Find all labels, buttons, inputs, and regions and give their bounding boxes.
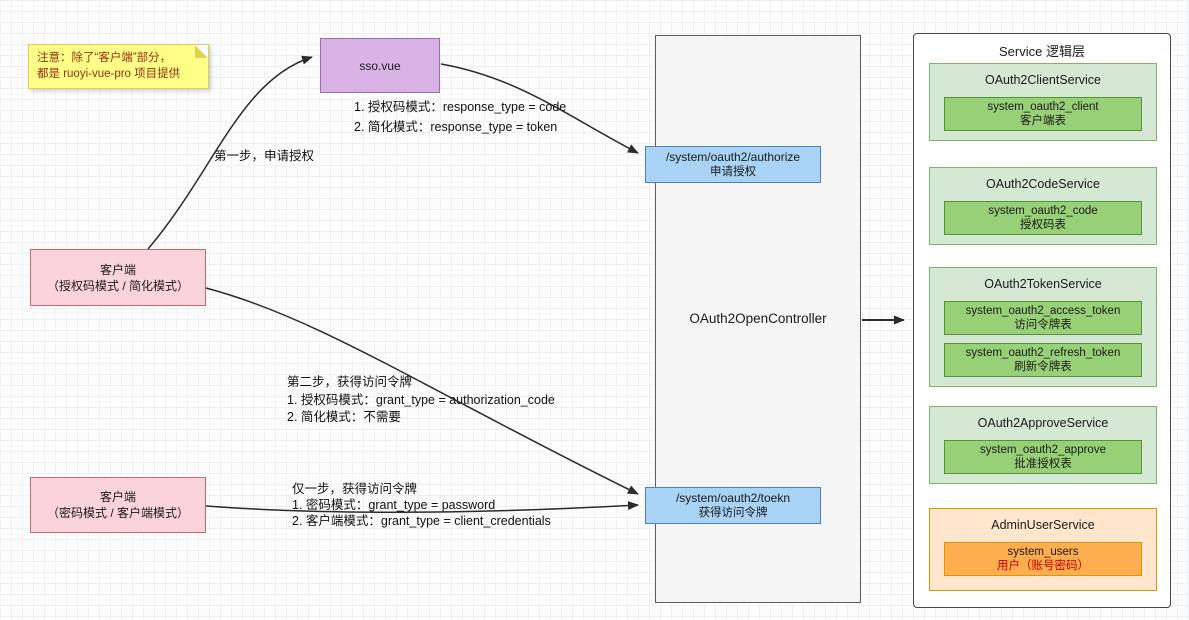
label-line: 1. 授权码模式：grant_type = authorization_code [287, 392, 555, 407]
label-one-step: 仅一步，获得访问令牌 1. 密码模式：grant_type = password… [292, 481, 551, 529]
token-endpoint-path: /system/oauth2/toekn [675, 490, 791, 505]
service-title: AdminUserService [991, 518, 1095, 532]
authorize-endpoint-desc: 申请授权 [710, 165, 756, 178]
client-password-subtitle: （密码模式 / 客户端模式） [46, 506, 189, 520]
sticky-note-line: 都是 ruoyi-vue-pro 项目提供 [37, 68, 181, 80]
sso-node: sso.vue [320, 38, 440, 93]
table-desc: 授权码表 [1020, 219, 1066, 231]
table-box: system_oauth2_refresh_token 刷新令牌表 [944, 343, 1142, 377]
service-title: OAuth2ClientService [984, 73, 1102, 87]
table-desc: 用户（账号密码） [997, 560, 1089, 572]
table-name: system_oauth2_approve [980, 444, 1106, 456]
service-card-client: OAuth2ClientService system_oauth2_client… [929, 63, 1157, 141]
service-panel-title: Service 逻辑层 [999, 44, 1085, 59]
table-desc: 客户端表 [1020, 115, 1066, 127]
label-line: 1. 授权码模式：response_type = code [354, 100, 567, 114]
label-line: 2. 简化模式：response_type = token [354, 120, 558, 134]
service-card-approve: OAuth2ApproveService system_oauth2_appro… [929, 406, 1157, 484]
authorize-endpoint-path: /system/oauth2/authorize [665, 149, 801, 164]
sticky-note-fold [195, 45, 208, 58]
sso-label: sso.vue [359, 58, 401, 73]
table-box: system_users 用户（账号密码） [944, 542, 1142, 576]
service-panel: Service 逻辑层 OAuth2ClientService system_o… [913, 33, 1171, 608]
table-box: system_oauth2_access_token 访问令牌表 [944, 301, 1142, 335]
service-card-token: OAuth2TokenService system_oauth2_access_… [929, 267, 1157, 387]
table-name: system_oauth2_code [988, 205, 1098, 217]
label-step1: 第一步，申请授权 [214, 149, 315, 163]
client-auth-subtitle: （授权码模式 / 简化模式） [46, 278, 189, 293]
table-name: system_oauth2_client [987, 101, 1099, 113]
service-card-code: OAuth2CodeService system_oauth2_code 授权码… [929, 167, 1157, 245]
client-password-title: 客户端 [99, 490, 136, 504]
label-line: 1. 密码模式：grant_type = password [292, 498, 496, 512]
token-endpoint-desc: 获得访问令牌 [698, 506, 768, 519]
label-authorize-params: 1. 授权码模式：response_type = code 2. 简化模式：re… [354, 97, 566, 137]
label-step2: 第二步，获得访问令牌 1. 授权码模式：grant_type = authori… [287, 374, 555, 427]
client-auth-title: 客户端 [99, 262, 136, 277]
service-title: OAuth2ApproveService [977, 416, 1109, 430]
client-auth-node: 客户端 （授权码模式 / 简化模式） [30, 249, 206, 306]
service-title: OAuth2CodeService [986, 177, 1100, 191]
label-line: 2. 客户端模式：grant_type = client_credentials [292, 514, 551, 528]
table-desc: 批准授权表 [1014, 458, 1072, 470]
table-box: system_oauth2_approve 批准授权表 [944, 440, 1142, 474]
client-password-node: 客户端 （密码模式 / 客户端模式） [30, 477, 206, 533]
controller-label: OAuth2OpenController [689, 311, 827, 326]
sticky-note-line: 注意：除了“客户端”部分， [37, 52, 172, 64]
label-line: 仅一步，获得访问令牌 [292, 482, 418, 496]
service-card-adminuser: AdminUserService system_users 用户（账号密码） [929, 508, 1157, 591]
label-line: 2. 简化模式：不需要 [287, 410, 401, 424]
label-line: 第二步，获得访问令牌 [287, 375, 413, 389]
table-box: system_oauth2_client 客户端表 [944, 97, 1142, 131]
authorize-endpoint-node: /system/oauth2/authorize 申请授权 [645, 146, 821, 183]
service-title: OAuth2TokenService [984, 277, 1102, 291]
table-name: system_oauth2_access_token [965, 305, 1121, 317]
table-box: system_oauth2_code 授权码表 [944, 201, 1142, 235]
table-name: system_users [1007, 546, 1079, 558]
table-desc: 刷新令牌表 [1014, 361, 1072, 373]
token-endpoint-node: /system/oauth2/toekn 获得访问令牌 [645, 487, 821, 524]
table-name: system_oauth2_refresh_token [965, 347, 1121, 359]
sticky-note: 注意：除了“客户端”部分， 都是 ruoyi-vue-pro 项目提供 [28, 44, 209, 89]
table-desc: 访问令牌表 [1014, 319, 1072, 331]
